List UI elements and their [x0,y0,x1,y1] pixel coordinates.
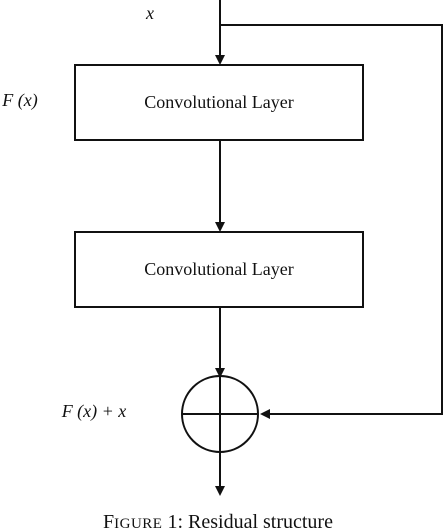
figure-caption: FIGURE 1: Residual structure [103,511,333,532]
input-label: x [145,3,154,23]
conv-layer-2-box [74,231,364,308]
caption-smallcaps: IGURE [114,516,162,532]
conv-layer-2-label: Convolutional Layer [144,259,293,279]
sum-label: F (x) + x [61,401,127,422]
caption-text: 1: Residual structure [162,511,333,532]
conv-layer-1-box [74,64,364,141]
conv-layer-1-label: Convolutional Layer [144,92,293,112]
caption-initial: F [103,511,114,532]
skip-connection-line [220,24,443,419]
sum-node [181,375,259,453]
branch-label: F (x) [1,90,37,111]
